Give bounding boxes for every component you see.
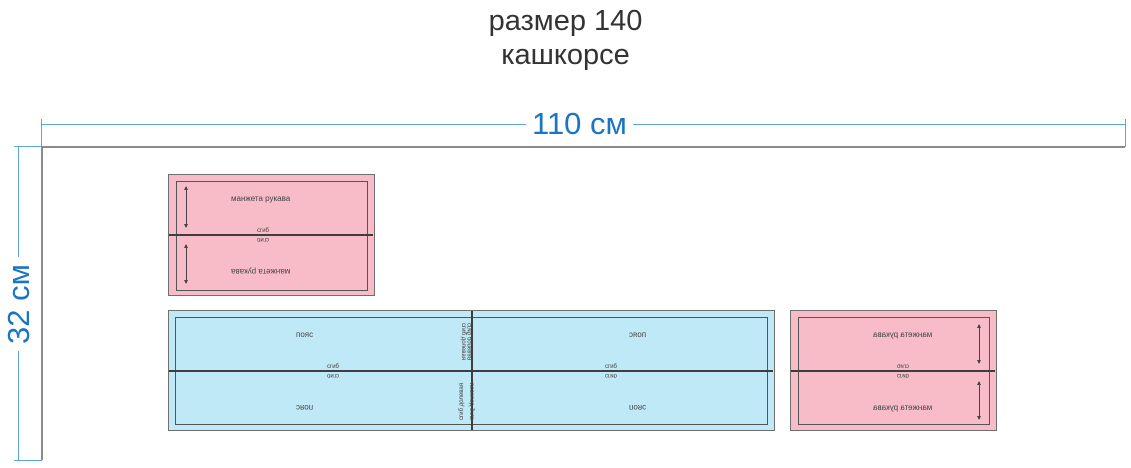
piece-label-mirrored: пояс: [629, 330, 647, 339]
width-dimension-tick-right: [1125, 119, 1126, 147]
piece-label-mirrored: манжета рукава: [873, 403, 933, 412]
height-dimension-tick-bottom: [14, 460, 42, 461]
cuff-piece-right: манжета рукава манжета рукава сгиб сгиб: [790, 310, 997, 431]
garment-title: кашкорсе: [501, 39, 630, 71]
fold-label: сгиб: [257, 228, 269, 234]
width-dimension-label: 110 см: [526, 106, 633, 142]
piece-label-mirrored-flipped: пояс: [629, 403, 647, 412]
piece-label: пояс: [296, 330, 314, 339]
width-dimension-tick-left: [41, 119, 42, 147]
center-fold-label: сгиб долевая: [466, 323, 473, 360]
piece-label-flipped: пояс: [296, 403, 314, 412]
center-fold-label: сгиб долевая: [467, 383, 474, 420]
waistband-piece: пояс пояс пояс пояс сгиб сгиб сгиб сгиб …: [168, 310, 775, 431]
height-dimension-label: 32 см: [1, 257, 37, 351]
fabric-area: [41, 146, 1125, 460]
grain-arrow-icon: [184, 244, 188, 284]
fold-label-mirrored-flipped: сгиб: [897, 372, 909, 378]
fold-line: [791, 370, 995, 372]
grain-arrow-icon: [184, 186, 188, 228]
fold-label-flipped: сгиб: [257, 236, 269, 242]
piece-label-flipped: манжета рукава: [231, 267, 291, 276]
cuff-piece-left: манжета рукава манжета рукава сгиб сгиб: [168, 174, 375, 296]
center-fold-label: сгиб долевая: [458, 383, 465, 420]
grain-arrow-icon: [977, 324, 981, 364]
seam-allowance: [176, 181, 368, 291]
center-fold-line: [471, 311, 473, 430]
size-title: размер 140: [488, 5, 643, 37]
piece-label: манжета рукава: [231, 194, 291, 203]
fold-label-mirrored: сгиб: [605, 364, 617, 370]
fold-line: [169, 234, 373, 236]
height-dimension-tick-top: [14, 146, 42, 147]
center-fold-label: сгиб долевая: [459, 323, 466, 360]
fold-label-flipped: сгиб: [327, 372, 339, 378]
fold-label-mirrored-flipped: сгиб: [605, 372, 617, 378]
fold-label-mirrored: сгиб: [897, 364, 909, 370]
fold-label: сгиб: [327, 364, 339, 370]
piece-label-mirrored: манжета рукава: [873, 330, 933, 339]
grain-arrow-icon: [977, 381, 981, 420]
